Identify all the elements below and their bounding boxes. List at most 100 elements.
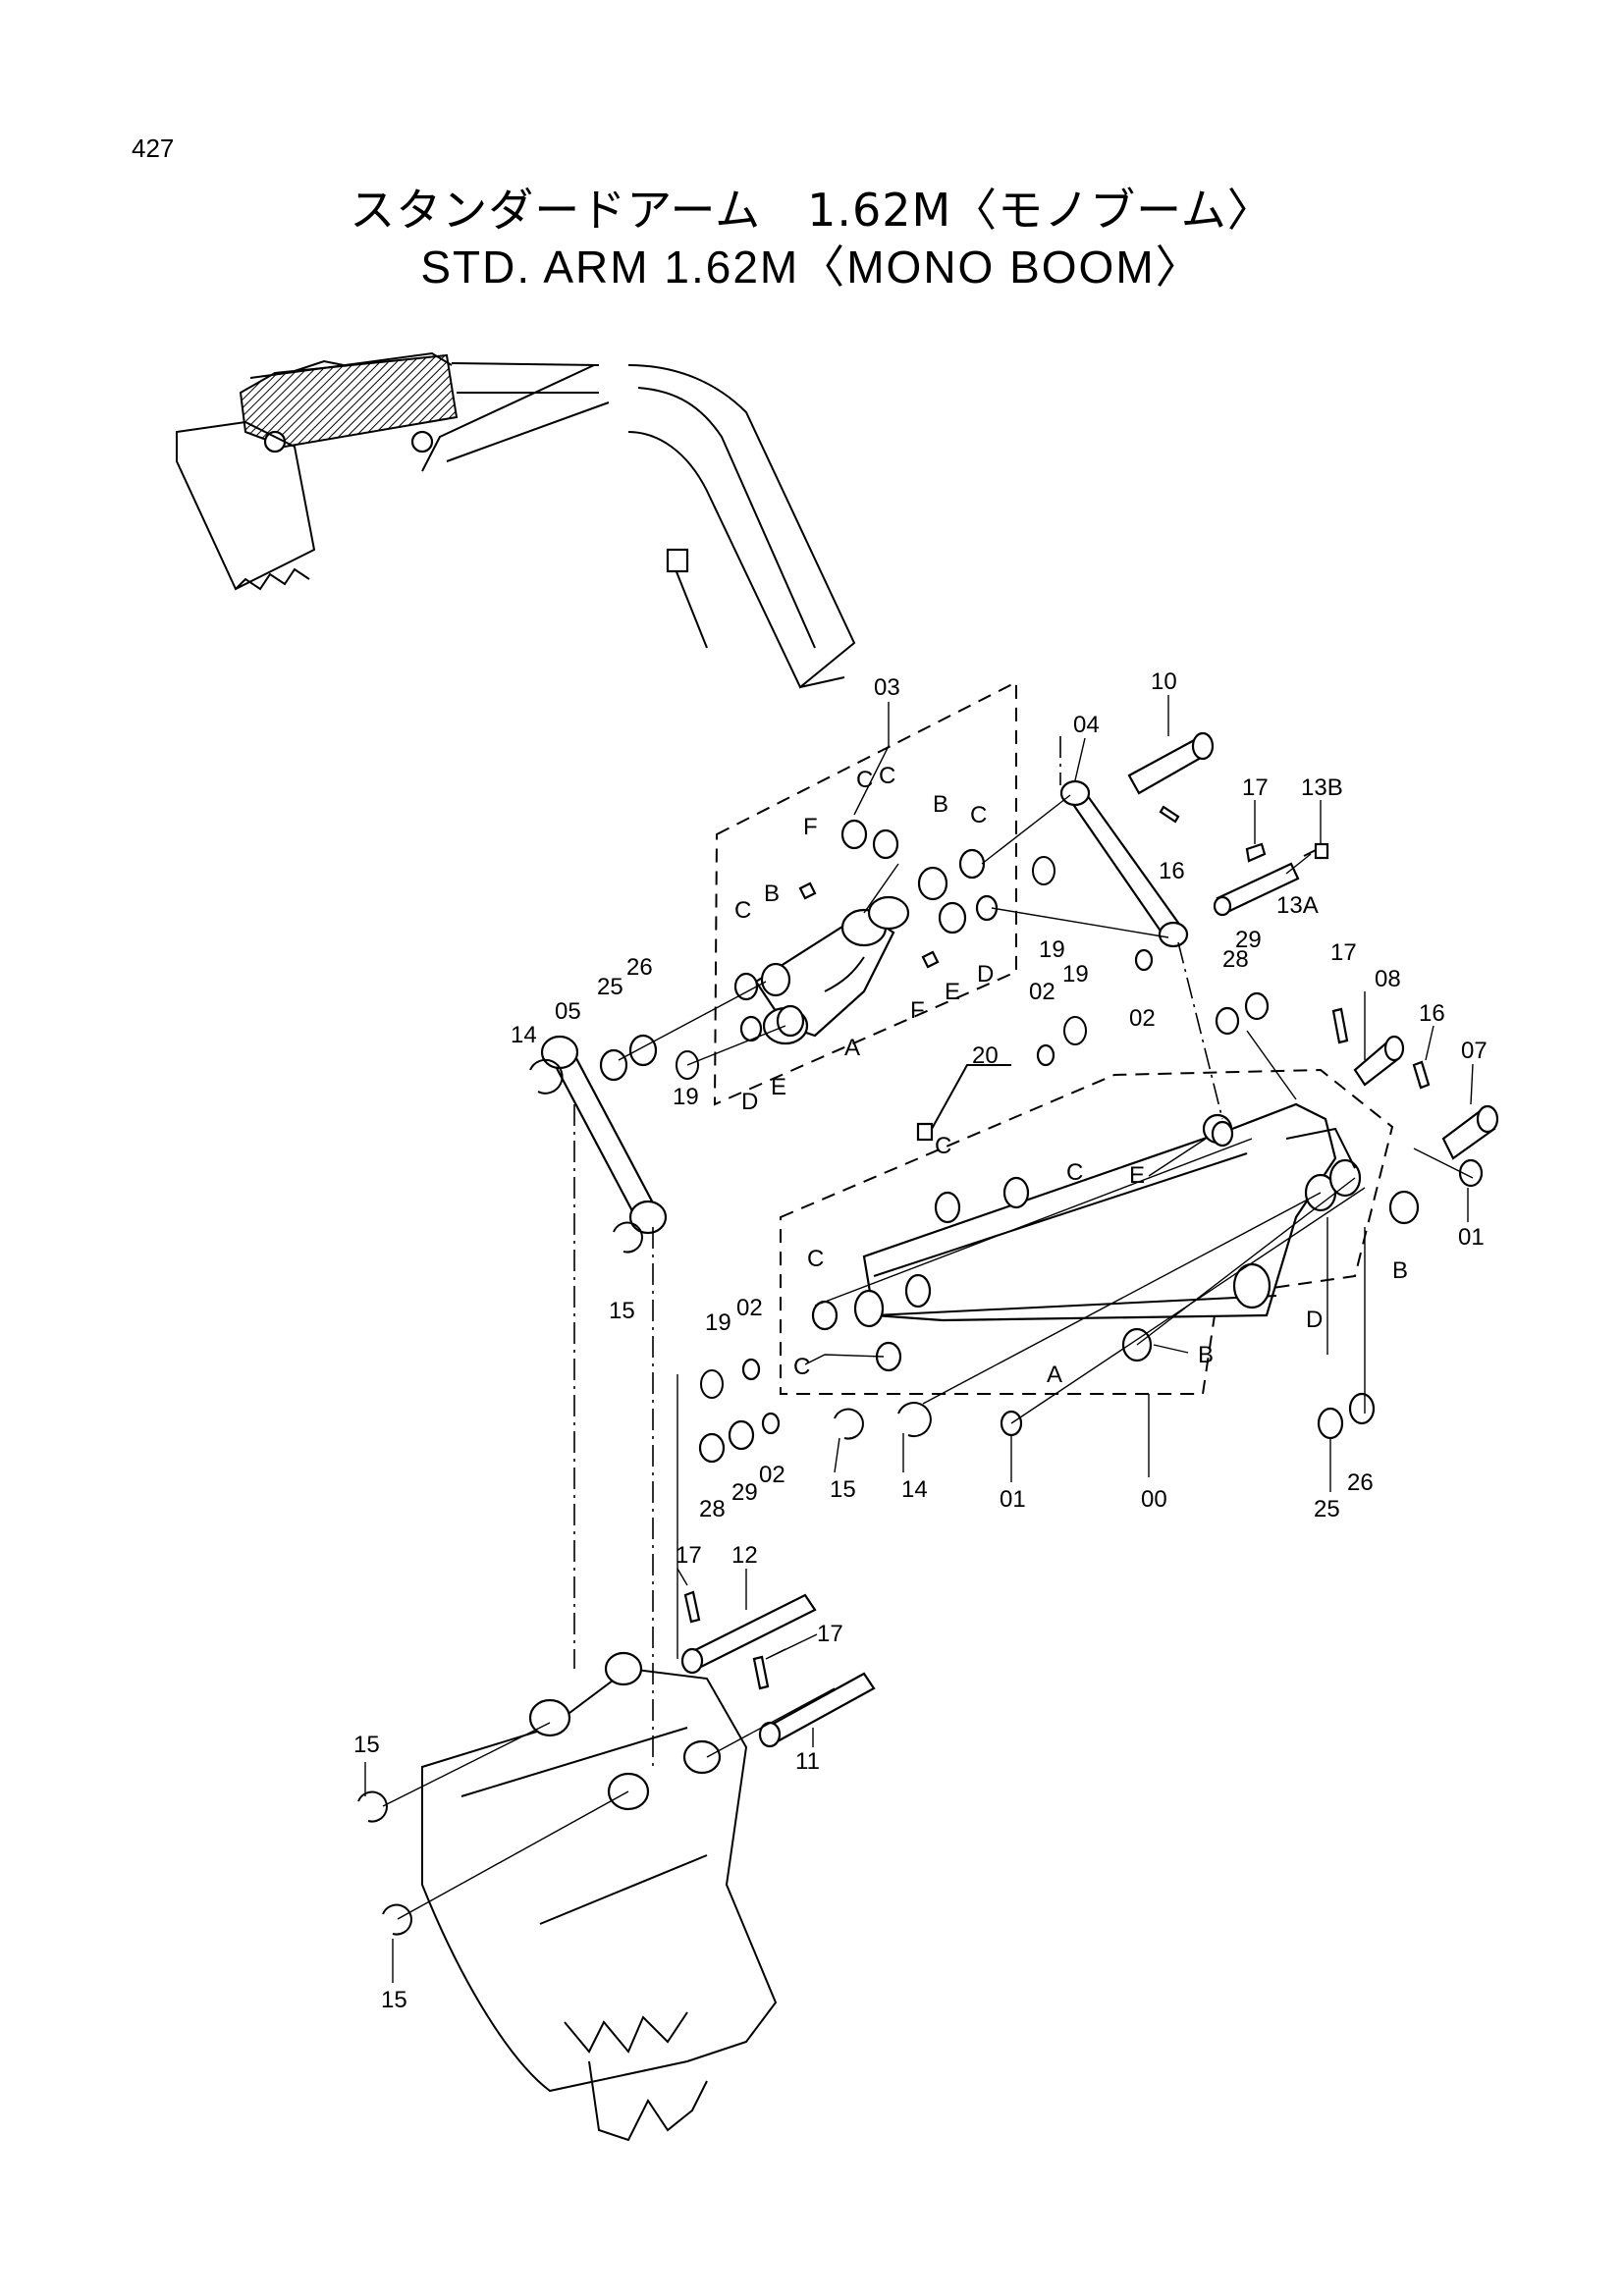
- label-c3: C: [879, 763, 895, 789]
- label-05: 05: [555, 998, 581, 1025]
- pin-16-b: [1412, 1060, 1431, 1090]
- label-c4: C: [734, 897, 751, 924]
- label-c2: C: [856, 767, 873, 793]
- label-29b: 29: [731, 1479, 758, 1506]
- snap-ring-15-b: [357, 1790, 388, 1823]
- label-d2: D: [977, 961, 994, 988]
- group-00-boundary: [780, 1068, 1394, 1395]
- bucket-illustration: [421, 1651, 778, 2142]
- label-11: 11: [795, 1748, 820, 1775]
- snap-ring-14-mid: [897, 1402, 932, 1438]
- pin-13a: [1213, 842, 1300, 917]
- label-00: 00: [1141, 1486, 1167, 1513]
- label-c1: C: [970, 802, 987, 828]
- label-17d: 17: [817, 1621, 843, 1647]
- label-a2: A: [1047, 1362, 1062, 1388]
- label-25b: 25: [597, 974, 623, 1000]
- label-15d: 15: [830, 1476, 856, 1503]
- snap-ring-15-upper: [613, 1221, 643, 1254]
- grease-nipple-13b: [1303, 842, 1329, 860]
- label-15a: 15: [609, 1298, 635, 1324]
- label-13b: 13B: [1301, 774, 1343, 801]
- label-b2: B: [1198, 1342, 1214, 1368]
- label-d3: D: [741, 1089, 758, 1115]
- pin-17-b: [1331, 1007, 1349, 1044]
- label-19a: 19: [673, 1084, 699, 1110]
- pin-16-top: [1159, 805, 1180, 824]
- pin-07: [1441, 1104, 1499, 1160]
- label-08: 08: [1375, 966, 1401, 992]
- label-f1: F: [803, 814, 818, 840]
- ring-19-b: [1032, 856, 1055, 885]
- label-07: 07: [1461, 1038, 1488, 1064]
- label-02d: 02: [759, 1462, 785, 1488]
- callout-labels: 03 04 10 17 13B 16 13A 17 28 29 08 16 07…: [353, 668, 1488, 2013]
- label-b3: B: [933, 791, 948, 818]
- label-12: 12: [731, 1542, 758, 1569]
- label-17a: 17: [1242, 774, 1269, 801]
- label-19c: 19: [1062, 961, 1089, 988]
- pin-08: [1353, 1035, 1405, 1087]
- snap-ring-15-c: [382, 1903, 412, 1936]
- arm-bushings: [811, 1120, 1484, 1437]
- link-04: [1059, 779, 1189, 948]
- label-10: 10: [1151, 668, 1177, 695]
- label-c7: C: [935, 1133, 951, 1159]
- label-04: 04: [1073, 712, 1100, 738]
- grease-fitting-20: [916, 1064, 1011, 1142]
- label-e1: E: [945, 979, 960, 1005]
- bushings-03: [733, 819, 999, 1042]
- label-15c: 15: [381, 1987, 407, 2013]
- label-c8: C: [1066, 1159, 1083, 1186]
- label-19d: 19: [705, 1309, 731, 1336]
- washers: [698, 948, 1376, 1464]
- label-13a: 13A: [1276, 892, 1319, 919]
- label-02a: 02: [1029, 979, 1055, 1005]
- label-14a: 14: [511, 1022, 537, 1048]
- shims-25-26-upper: [599, 1034, 658, 1082]
- label-15b: 15: [353, 1732, 380, 1758]
- ring-19-d: [700, 1369, 724, 1399]
- label-f2: F: [910, 997, 925, 1024]
- label-17c: 17: [676, 1542, 702, 1569]
- label-d1: D: [1306, 1307, 1323, 1333]
- label-28a: 28: [1222, 946, 1249, 973]
- label-02c: 02: [736, 1295, 763, 1321]
- label-b4: B: [764, 881, 780, 907]
- label-16a: 16: [1159, 858, 1185, 884]
- label-02b: 02: [1129, 1005, 1156, 1032]
- label-26b: 26: [626, 954, 653, 981]
- label-17b: 17: [1330, 939, 1357, 966]
- snap-ring-15-mid: [834, 1408, 864, 1440]
- label-03: 03: [874, 674, 900, 701]
- assembly-lines: [382, 736, 1474, 1920]
- title-japanese: スタンダードアーム 1.62M〈モノブーム〉: [350, 184, 1273, 237]
- leader-lines: [364, 695, 1474, 1983]
- pin-11: [752, 1655, 876, 1748]
- label-a1: A: [844, 1035, 860, 1061]
- page-number: 427: [132, 133, 175, 163]
- label-29a: 29: [1235, 927, 1262, 953]
- ring-19-c: [1063, 1016, 1087, 1045]
- label-01a: 01: [1458, 1224, 1485, 1251]
- label-e3: E: [1129, 1162, 1145, 1189]
- label-28b: 28: [699, 1496, 726, 1522]
- label-c6: C: [807, 1246, 824, 1272]
- title-english: STD. ARM 1.62M〈MONO BOOM〉: [420, 241, 1203, 293]
- snap-ring-14-upper: [529, 1058, 564, 1095]
- pin-10: [1127, 731, 1215, 795]
- label-c5: C: [793, 1354, 810, 1380]
- label-01b: 01: [1000, 1486, 1026, 1513]
- label-16b: 16: [1419, 1000, 1445, 1027]
- label-26a: 26: [1347, 1469, 1374, 1496]
- label-19b: 19: [1039, 936, 1065, 963]
- label-25a: 25: [1314, 1496, 1340, 1522]
- pin-12: [680, 1590, 817, 1675]
- label-b1: B: [1392, 1257, 1408, 1284]
- label-e2: E: [771, 1074, 786, 1100]
- group-03-boundary: [713, 680, 1017, 1106]
- overview-excavator-illustration: [176, 351, 856, 689]
- label-14b: 14: [901, 1476, 928, 1503]
- arm-00: [853, 1102, 1362, 1328]
